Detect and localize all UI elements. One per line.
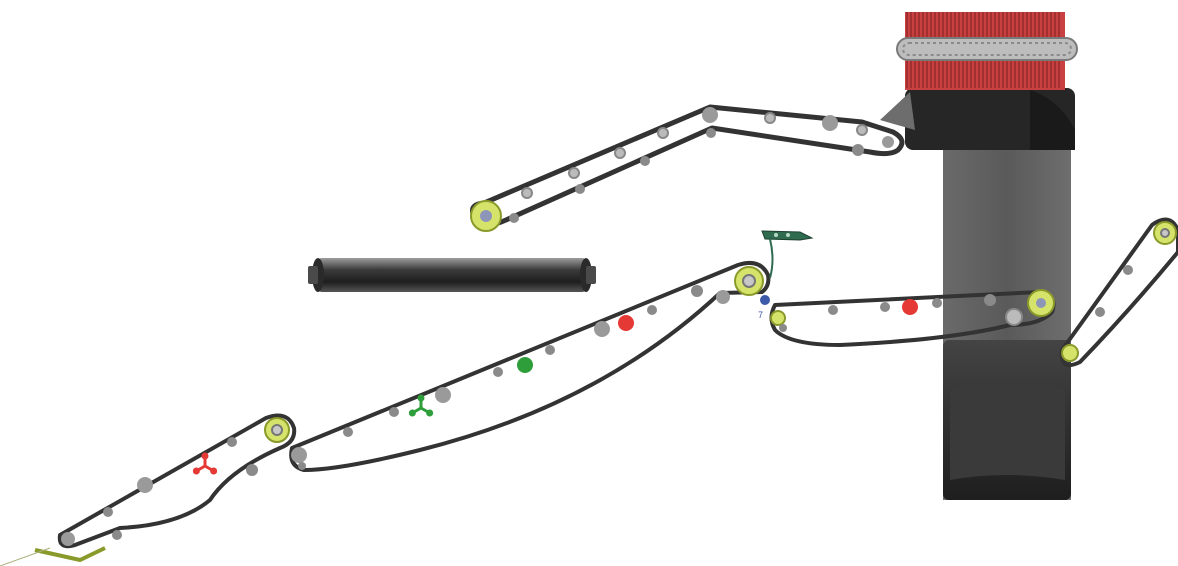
green-dot-marker bbox=[517, 357, 533, 373]
markers bbox=[192, 295, 918, 475]
roller bbox=[852, 144, 864, 156]
card-stack bbox=[896, 12, 1078, 90]
roller bbox=[112, 530, 122, 540]
position-label: 7 bbox=[758, 310, 763, 320]
roller bbox=[657, 127, 669, 139]
middle-conveyor bbox=[289, 261, 771, 472]
roller bbox=[640, 156, 650, 166]
roller bbox=[298, 462, 306, 470]
stack-chain bbox=[896, 37, 1078, 61]
lower-block-bulge bbox=[950, 380, 1065, 480]
roller bbox=[932, 298, 942, 308]
lower-conveyor bbox=[0, 413, 297, 566]
transfer-conveyor bbox=[769, 289, 1056, 347]
roller bbox=[1123, 265, 1133, 275]
roller bbox=[246, 464, 258, 476]
roller bbox=[343, 427, 353, 437]
roller bbox=[822, 115, 838, 131]
roller bbox=[856, 124, 868, 136]
upper-block-lip bbox=[1030, 90, 1075, 150]
roller bbox=[61, 532, 75, 546]
cylinder-roller bbox=[308, 258, 596, 292]
roller bbox=[521, 187, 533, 199]
roller bbox=[227, 437, 237, 447]
drive-pulley bbox=[1061, 344, 1079, 362]
roller bbox=[880, 302, 890, 312]
roller bbox=[779, 324, 787, 332]
roller bbox=[545, 345, 555, 355]
roller bbox=[493, 367, 503, 377]
roller bbox=[1095, 307, 1105, 317]
upper-conveyor bbox=[470, 92, 915, 232]
lower-belt bbox=[57, 413, 297, 549]
roller bbox=[614, 147, 626, 159]
roller bbox=[706, 128, 716, 138]
blue-dot-marker bbox=[760, 295, 770, 305]
roller bbox=[389, 407, 399, 417]
roller bbox=[575, 184, 585, 194]
red-dot-marker bbox=[618, 315, 634, 331]
roller bbox=[770, 310, 786, 326]
roller bbox=[1005, 308, 1023, 326]
red-dot-marker bbox=[902, 299, 918, 315]
roller bbox=[594, 321, 610, 337]
incline-conveyor bbox=[1059, 217, 1178, 367]
roller bbox=[509, 213, 519, 223]
roller bbox=[702, 107, 718, 123]
roller bbox=[435, 387, 451, 403]
roller bbox=[137, 477, 153, 493]
middle-belt bbox=[289, 261, 771, 472]
green-tri-star-marker bbox=[408, 394, 434, 417]
roller bbox=[291, 447, 307, 463]
roller bbox=[691, 285, 703, 297]
roller bbox=[716, 290, 730, 304]
output-guide bbox=[34, 546, 106, 563]
machine-frame bbox=[905, 88, 1075, 500]
roller bbox=[882, 136, 894, 148]
roller bbox=[103, 507, 113, 517]
roller bbox=[568, 167, 580, 179]
red-tri-star-marker bbox=[192, 452, 218, 475]
roller bbox=[828, 305, 838, 315]
roller bbox=[984, 294, 996, 306]
upper-bracket bbox=[880, 92, 915, 130]
roller bbox=[647, 305, 657, 315]
sensor-board bbox=[761, 230, 814, 279]
incline-belt bbox=[1059, 217, 1178, 367]
roller bbox=[764, 112, 776, 124]
